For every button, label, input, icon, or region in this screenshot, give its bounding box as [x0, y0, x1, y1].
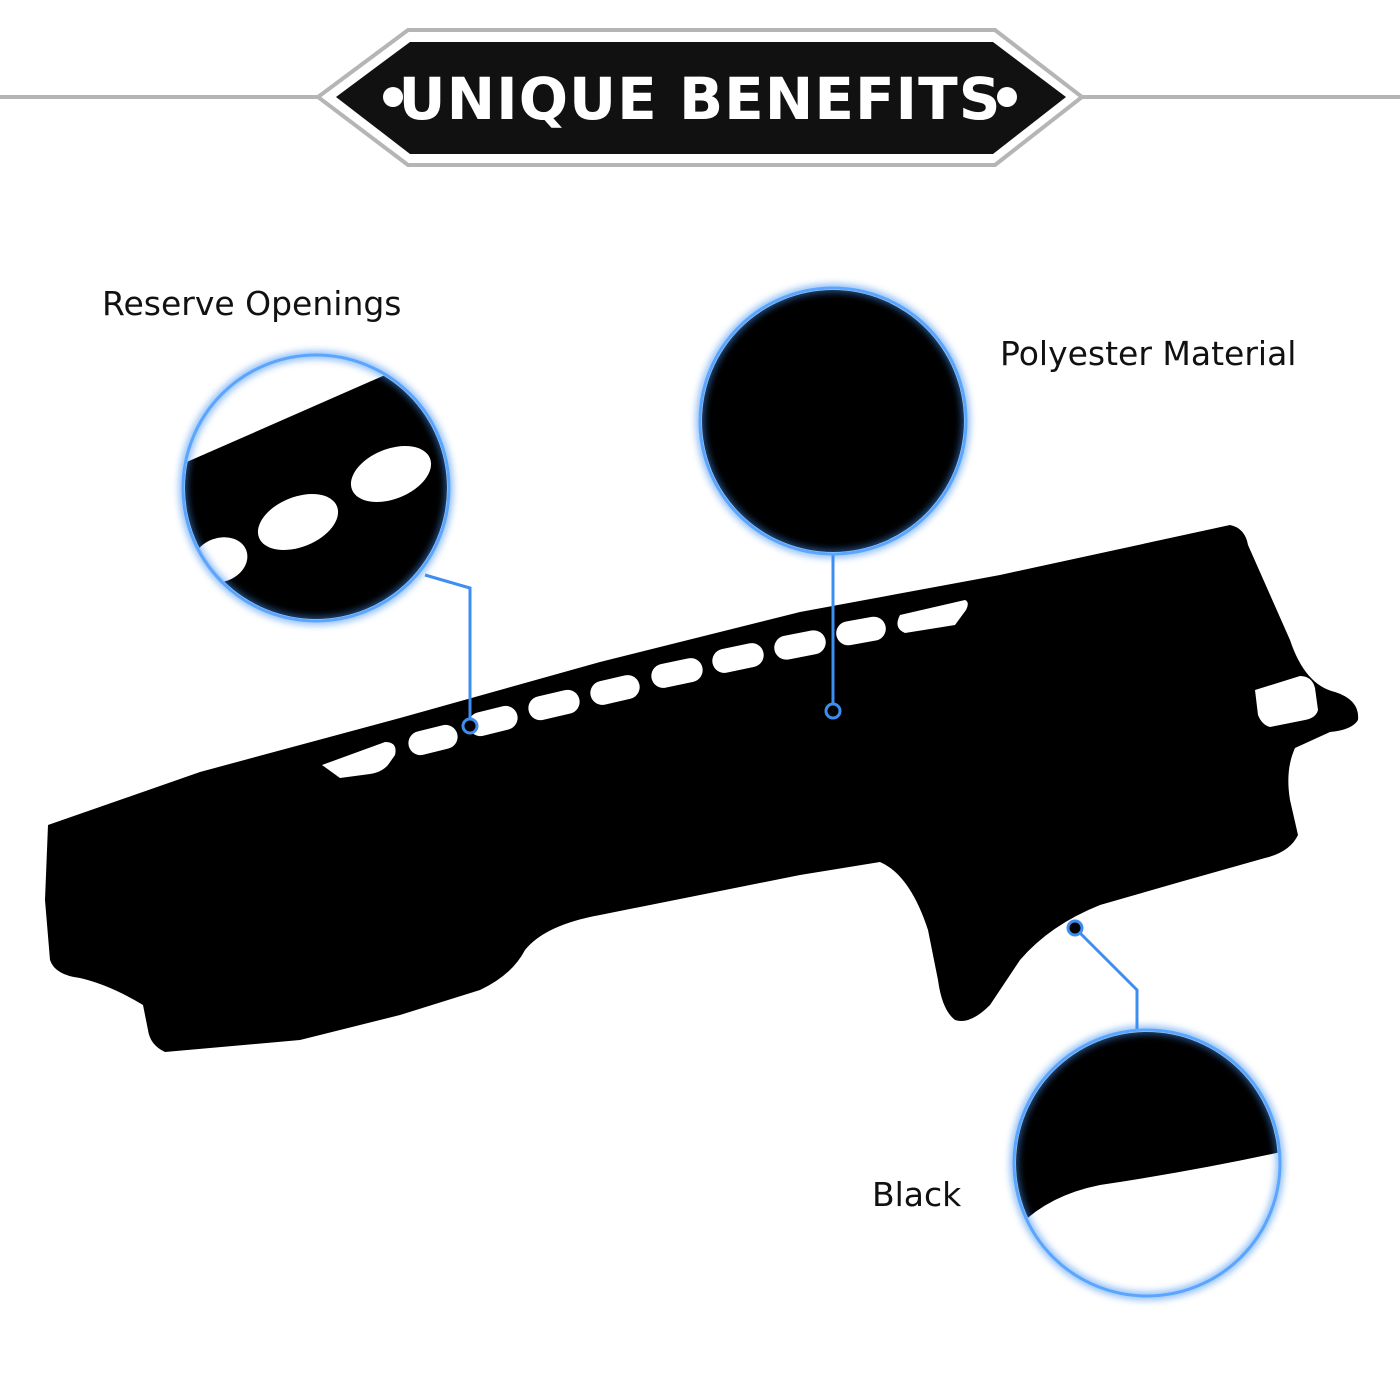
reserve-openings: [322, 600, 1318, 778]
pointer-dot-icon: [824, 702, 842, 720]
label-reserve-openings: Reserve Openings: [102, 284, 402, 323]
zoom-circle: [181, 353, 451, 623]
bullet-dot-icon: [997, 87, 1017, 107]
label-black: Black: [872, 1175, 962, 1214]
polyester-material-callout: [697, 285, 969, 720]
connector-line: [1078, 931, 1139, 1030]
zoom-detail-edge: [1016, 1032, 1278, 1294]
dashboard-mat: [45, 525, 1359, 1052]
bullet-dot-icon: [383, 87, 403, 107]
connector-line: [424, 573, 472, 722]
reserve-openings-callout: [180, 352, 479, 735]
zoom-detail-fabric: [702, 290, 964, 552]
zoom-circle: [698, 286, 968, 556]
pointer-dot-icon: [461, 717, 479, 735]
zoom-circle: [1012, 1028, 1282, 1298]
label-polyester-material: Polyester Material: [1000, 334, 1297, 373]
zoom-detail-openings: [185, 357, 447, 619]
black-callout: [1011, 919, 1283, 1299]
header-badge: [336, 42, 1066, 154]
header-banner: [0, 28, 1400, 167]
pointer-dot-icon: [1066, 919, 1084, 937]
page-title: UNIQUE BENEFITS: [398, 64, 1002, 133]
